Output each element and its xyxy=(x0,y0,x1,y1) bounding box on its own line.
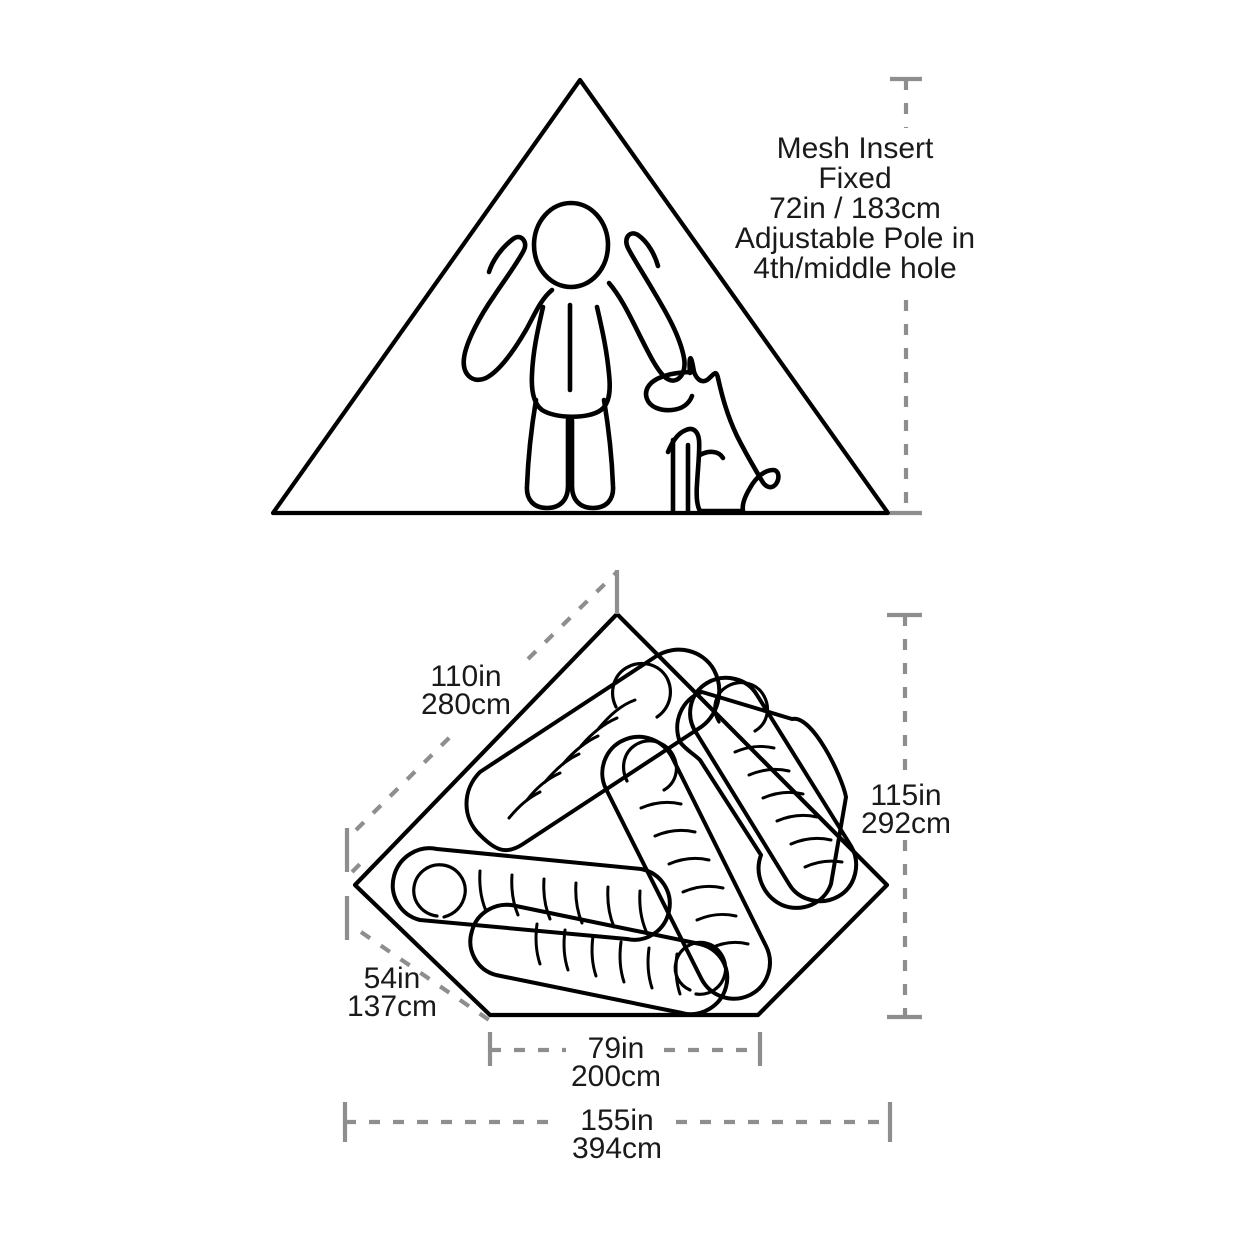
front-elevation-group: Mesh Insert Fixed 72in / 183cm Adjustabl… xyxy=(270,76,975,516)
mesh-note-line-2: Fixed xyxy=(818,162,891,195)
diag-dim-line-lower xyxy=(354,735,452,832)
sidewall-dim-diagonal-lower xyxy=(359,930,494,1024)
mesh-note-line-4: Adjustable Pole in xyxy=(735,222,975,255)
person-legs-icon xyxy=(524,397,616,511)
person-figure xyxy=(461,200,687,511)
bag-5-outline xyxy=(468,902,730,1017)
depth-dim-label-in: 115in xyxy=(870,779,941,812)
bag-2-outline xyxy=(675,690,848,910)
depth-dim-label-cm: 292cm xyxy=(861,807,951,840)
overall-dim-label-cm: 394cm xyxy=(572,1132,662,1165)
dimension-diagonal-side: 110in 280cm xyxy=(354,570,620,832)
dog-head-icon xyxy=(643,369,697,413)
bag-2-outline-fixed xyxy=(688,675,859,904)
dimension-depth: 115in 292cm xyxy=(861,612,951,1020)
person-torso-icon xyxy=(461,234,555,382)
dimension-overall-width: 155in 394cm xyxy=(342,1102,893,1165)
bag-4-hood xyxy=(412,863,467,919)
person-body-icon xyxy=(529,304,613,419)
elevation-height-dimension xyxy=(890,76,922,516)
mesh-note-line-5: 4th/middle hole xyxy=(753,252,956,285)
bag-2-ribs xyxy=(733,744,844,869)
sleeping-bag-1 xyxy=(464,647,722,853)
tent-triangle-outline xyxy=(270,77,891,516)
bag-5-ribs xyxy=(534,922,682,996)
diag-dim-label-cm: 280cm xyxy=(421,688,511,721)
mesh-insert-note: Mesh Insert Fixed 72in / 183cm Adjustabl… xyxy=(735,132,975,285)
bag-1-ribs xyxy=(507,698,637,820)
bag-1-hood xyxy=(611,661,672,719)
sleeping-bag-3 xyxy=(600,734,772,1001)
diag-dim-label-in: 110in xyxy=(430,660,501,693)
sleeping-bag-4 xyxy=(390,846,672,942)
person-right-arm-icon xyxy=(606,231,687,383)
dog-front-legs-icon xyxy=(670,437,691,514)
bag-3-outline xyxy=(600,734,772,1001)
dimension-back-width: 79in 200cm xyxy=(487,1032,763,1093)
person-head-icon xyxy=(531,200,611,290)
bag-1-outline xyxy=(464,647,722,853)
sidewall-dim-label-cm: 137cm xyxy=(347,990,437,1023)
floor-pentagon-outline xyxy=(352,611,890,1018)
dog-haunch-icon xyxy=(697,449,726,461)
mesh-note-line-3: 72in / 183cm xyxy=(769,192,941,225)
dog-body-icon xyxy=(665,356,781,514)
floor-plan-group: 110in 280cm 115in 292cm 54in 137cm xyxy=(342,570,951,1165)
sleeping-bag-2 xyxy=(675,675,859,910)
bag-2-hood xyxy=(713,681,769,733)
sidewall-dim-diagonal-upper xyxy=(350,854,370,874)
overall-dim-label-in: 155in xyxy=(580,1104,653,1137)
mesh-note-line-1: Mesh Insert xyxy=(777,132,934,165)
diag-dim-line-upper xyxy=(526,570,619,661)
sleeping-bag-5 xyxy=(468,902,730,1017)
bag-3-hood xyxy=(622,739,678,792)
bag-4-ribs xyxy=(478,869,648,933)
backwidth-dim-label-cm: 200cm xyxy=(571,1060,661,1093)
dog-figure xyxy=(643,356,781,514)
sidewall-dim-label-in: 54in xyxy=(364,962,421,995)
bag-5-hood xyxy=(673,940,728,996)
bag-4-outline xyxy=(390,846,672,942)
backwidth-dim-label-in: 79in xyxy=(588,1032,645,1065)
dimension-side-wall: 54in 137cm xyxy=(344,828,494,1024)
